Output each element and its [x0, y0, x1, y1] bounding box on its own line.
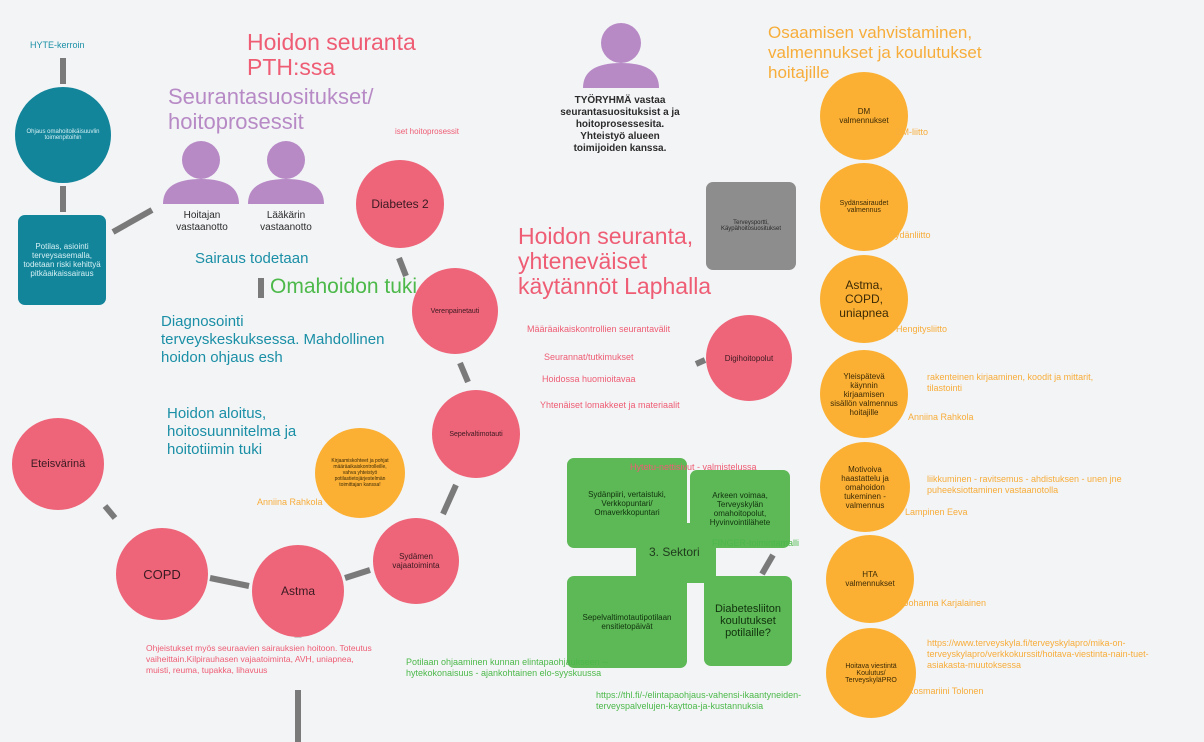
hoidossa-label: Hoidossa huomioitavaa [542, 374, 636, 384]
terveysportti-box[interactable]: Terveysportti, Käypähoitosuositukset [706, 182, 796, 270]
sydanliitto-label: Sydänliitto [889, 230, 931, 240]
digihoito-circle[interactable]: Digihoitopolut [706, 315, 792, 401]
dmliitto-label: DM-liitto [895, 127, 928, 137]
copd-circle[interactable]: COPD [116, 528, 208, 620]
title-seurantasuositukset: Seurantasuositukset/ hoitoprosessit [168, 84, 374, 134]
sydanpiiri-box[interactable]: Sydänpiiri, vertaistuki, Verkkopuntari/ … [567, 458, 687, 548]
hoitaja-person [160, 140, 242, 204]
arkeen-box[interactable]: Arkeen voimaa, Terveyskylän omahoitopolu… [690, 470, 790, 548]
sydamen-text: Sydämen vajaatoiminta [392, 552, 440, 570]
rosmariini-label: Rosmariini Tolonen [907, 686, 984, 696]
johanna-label: Johanna Karjalainen [904, 598, 987, 608]
potilas-box[interactable]: Potilas, asiointi terveysasemalla, todet… [18, 215, 106, 305]
eteisvarina-circle[interactable]: Eteisvärinä [12, 418, 104, 510]
hta-text: HTA valmennukset [845, 570, 895, 588]
diabetesliitto-text: Diabetesliiton koulutukset potilaille? [714, 603, 782, 639]
liikkuminen-label: liikkuminen - ravitsemus - ahdistuksen -… [927, 474, 1122, 495]
rakenteinen-label: rakenteinen kirjaaminen, koodit ja mitta… [927, 372, 1094, 393]
iset-hoitoprosessit: iset hoitoprosessit [395, 127, 460, 136]
diagnosointi-text: Diagnosointi terveyskeskuksessa. Mahdoll… [161, 313, 385, 366]
kirjaamis-text: Kirjaamiskohteet ja pohjat määräaikaisko… [331, 458, 389, 488]
dm-text: DM valmennukset [839, 107, 889, 125]
laakari-person [245, 140, 327, 204]
yleispateva-circle[interactable]: Yleispätevä käynnin kirjaamisen sisällön… [820, 350, 908, 438]
terveyskyla-link[interactable]: https://www.terveyskyla.fi/terveyskylapr… [927, 638, 1149, 670]
verenpaine-circle[interactable]: Verenpainetauti [412, 268, 498, 354]
motivoiva-text: Motivoiva haastattelu ja omahoidon tukem… [841, 464, 889, 510]
sydanpiiri-text: Sydänpiiri, vertaistuki, Verkkopuntari/ … [588, 489, 666, 517]
yleispateva-text: Yleispätevä käynnin kirjaamisen sisällön… [830, 371, 898, 417]
hoidon-aloitus-text: Hoidon aloitus, hoitosuunnitelma ja hoit… [167, 405, 297, 458]
maaraaikais-label: Määräaikaiskontrollien seurantavälit [527, 324, 671, 334]
sydansairaudet-text: Sydänsairaudet valmennus [839, 200, 889, 214]
lampinen-label: Lampinen Eeva [905, 507, 968, 517]
hyte-label: HYTE-kerroin [30, 40, 85, 50]
hta-circle[interactable]: HTA valmennukset [826, 535, 914, 623]
sydamen-circle[interactable]: Sydämen vajaatoiminta [373, 518, 459, 604]
astma-copd-text: Astma, COPD, uniapnea [839, 278, 889, 320]
terveysportti-text: Terveysportti, Käypähoitosuositukset [720, 220, 782, 232]
sydansairaudet-circle[interactable]: Sydänsairaudet valmennus [820, 163, 908, 251]
sepelvaltimopotilaan-box[interactable]: Sepelvaltimotautipotilaan ensitietopäivä… [567, 576, 687, 668]
dm-circle[interactable]: DM valmennukset [820, 72, 908, 160]
person-icon [163, 141, 239, 204]
ohjaus-circle[interactable]: Ohjaus omahoitoikäisuuvlin toimenpitoihi… [15, 87, 111, 183]
astma-text: Astma [280, 584, 315, 598]
astma-copd-circle[interactable]: Astma, COPD, uniapnea [820, 255, 908, 343]
hoitajan-label: Hoitajan vastaanotto [176, 210, 228, 233]
hoitava-text: Hoitava viestintä Koulutus/ TerveyskyläP… [845, 662, 897, 684]
tyoryhma-person [580, 22, 662, 88]
ohjeistukset-text: Ohjeistukset myös seuraavien sairauksien… [146, 643, 372, 675]
hoitava-circle[interactable]: Hoitava viestintä Koulutus/ TerveyskyläP… [826, 628, 916, 718]
person-icon [583, 23, 659, 88]
title-hoidon-seuranta-lappi: Hoidon seuranta, yhteneväiset käytännöt … [518, 223, 712, 299]
title-hoidon-seuranta-pth: Hoidon seuranta PTH:ssa [247, 29, 416, 80]
sepelvaltimopotilaan-text: Sepelvaltimotautipotilaan ensitietopäivä… [582, 613, 672, 631]
hengitysliitto-label: Hengitysliitto [896, 324, 948, 334]
sepelvaltimo-circle[interactable]: Sepelvaltimotauti [432, 390, 520, 478]
potilas-text: Potilas, asiointi terveysasemalla, todet… [23, 242, 101, 278]
copd-text: COPD [143, 566, 181, 582]
potilaan-ohjaaminen-label: Potilaan ohjaaminen kunnan elintapaohjau… [406, 657, 609, 678]
ohjaus-text: Ohjaus omahoitoikäisuuvlin toimenpitoihi… [26, 129, 100, 141]
hytetu-label: Hytetu-nettisivut - valmistelussa [630, 462, 757, 472]
sektori-label: 3. Sektori [649, 545, 700, 559]
tyoryhma-text: TYÖRYHMÄ vastaa seurantasuosituksist a j… [560, 95, 680, 154]
sepelvaltimo-text: Sepelvaltimotauti [449, 430, 503, 438]
diabetes-circle[interactable]: Diabetes 2 [356, 160, 444, 248]
thl-link[interactable]: https://thl.fi/-/elintapaohjaus-vahensi-… [596, 690, 802, 711]
seurannat-label: Seurannat/tutkimukset [544, 352, 634, 362]
person-icon [248, 141, 324, 204]
yhtenaiset-label: Yhtenäiset lomakkeet ja materiaalit [540, 400, 680, 410]
motivoiva-circle[interactable]: Motivoiva haastattelu ja omahoidon tukem… [820, 442, 910, 532]
anniina-label-right: Anniina Rahkola [908, 412, 974, 422]
diabetes-text: Diabetes 2 [371, 197, 429, 211]
kirjaamis-circle[interactable]: Kirjaamiskohteet ja pohjat määräaikaisko… [315, 428, 405, 518]
diabetesliitto-box[interactable]: Diabetesliiton koulutukset potilaille? [704, 576, 792, 666]
verenpaine-text: Verenpainetauti [430, 307, 480, 315]
digihoito-text: Digihoitopolut [724, 353, 774, 363]
arkeen-text: Arkeen voimaa, Terveyskylän omahoitopolu… [709, 491, 771, 527]
title-osaamisen: Osaamisen vahvistaminen, valmennukset ja… [768, 23, 982, 82]
eteisvarina-text: Eteisvärinä [30, 458, 86, 470]
anniina-label-left: Anniina Rahkola [257, 497, 323, 507]
omahoidon-tuki: Omahoidon tuki [270, 275, 418, 298]
astma-circle[interactable]: Astma [252, 545, 344, 637]
sairaus-todetaan: Sairaus todetaan [195, 250, 309, 267]
laakarin-label: Lääkärin vastaanotto [260, 210, 312, 233]
finger-label: FINGER-toimintamalli [712, 538, 800, 548]
